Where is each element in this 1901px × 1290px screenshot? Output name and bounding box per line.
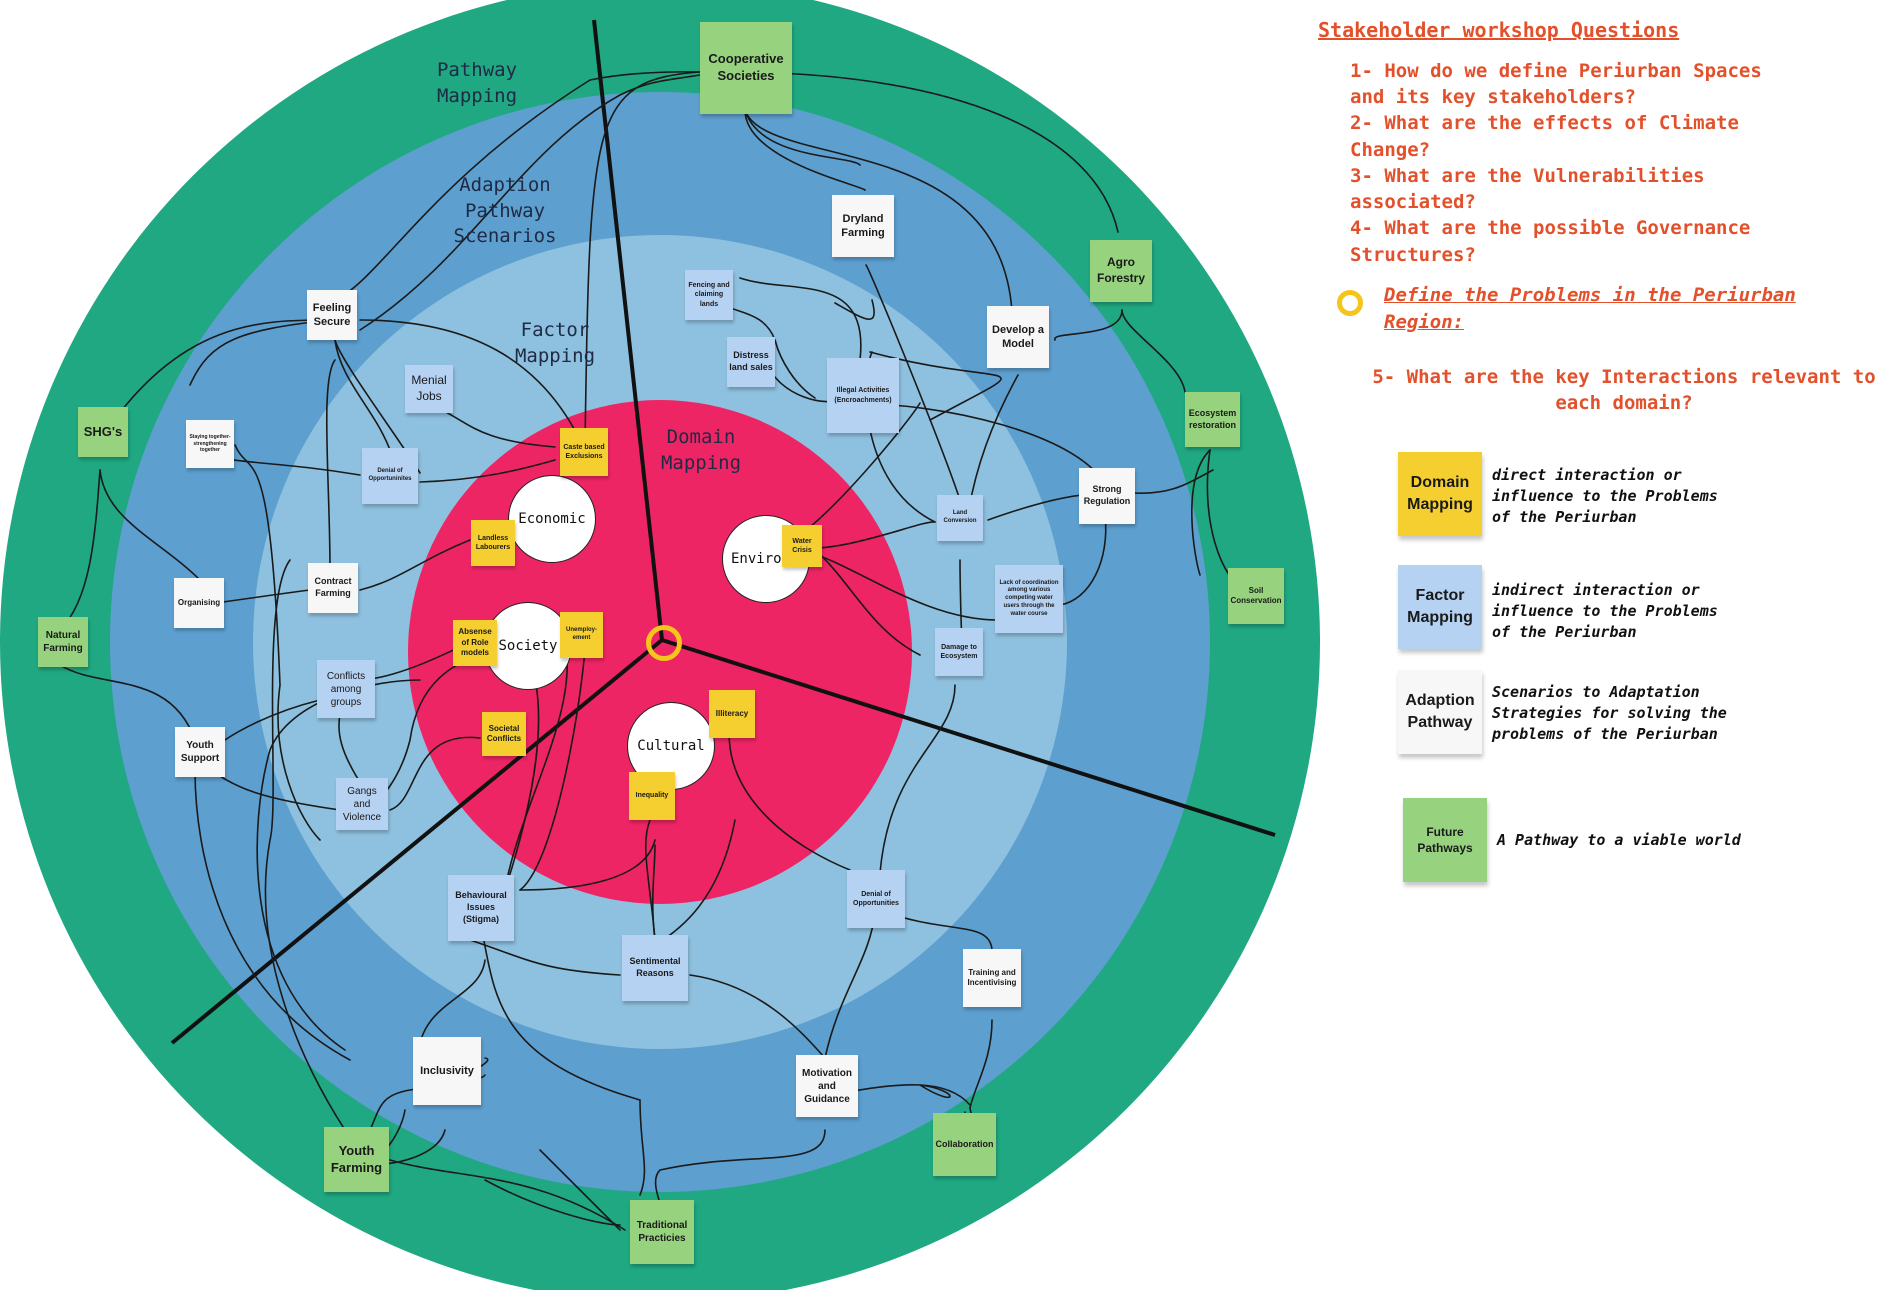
legend-factor-mapping-desc: indirect interaction or influence to the… [1492, 581, 1718, 641]
water-crisis-note: Water Crisis [782, 525, 822, 567]
land-conversion-note: Land Conversion [937, 495, 983, 541]
unemployment-note: Unemploy- ement [560, 612, 603, 658]
society-domain-circle: Society [484, 602, 572, 690]
feeling-secure-note: Feeling Secure [307, 290, 357, 340]
sentimental-reasons-note: Sentimental Reasons [622, 935, 688, 1001]
fencing-and-claiming-lands-note: Fencing and claiming lands [685, 270, 733, 320]
menial-jobs-note: Menial Jobs [405, 365, 453, 413]
denial-of-opportunities-left-note: Denial of Opportuninites [362, 448, 418, 504]
staying-together-note: Staying together- strengthening together [186, 420, 234, 468]
societal-conflicts-note: Societal Conflicts [482, 712, 526, 756]
organising-note: Organising [174, 578, 224, 628]
domain-mapping-label: Domain Mapping [660, 426, 742, 474]
agro-forestry-note: Agro Forestry [1090, 240, 1152, 302]
question-2: 2- What are the effects of Climate Chang… [1350, 112, 1739, 161]
question-1: 1- How do we define Periurban Spaces and… [1350, 60, 1762, 109]
illegal-activities-note: Illegal Activities (Encroachments) [827, 358, 899, 433]
natural-farming-note: Natural Farming [38, 617, 88, 667]
questions-panel: Stakeholder workshop Questions 1- How do… [1318, 18, 1898, 268]
inclusivity-note: Inclusivity [413, 1037, 481, 1105]
youth-farming-note: Youth Farming [324, 1127, 389, 1192]
adaption-pathway-scenarios-label: Adaption Pathway Scenarios [453, 174, 557, 248]
pathway-mapping-label: Pathway Mapping [436, 59, 518, 107]
develop-a-model-note: Develop a Model [987, 306, 1049, 368]
economic-domain-circle: Economic [508, 475, 596, 563]
question-5: 5- What are the key Interactions relevan… [1372, 366, 1876, 415]
question-4: 4- What are the possible Governance Stru… [1350, 217, 1751, 266]
legend-future-pathways-desc: A Pathway to a viable world [1497, 831, 1741, 849]
damage-to-ecosystem-note: Damage to Ecosystem [935, 628, 983, 676]
ecosystem-restoration-note: Ecosystem restoration [1185, 392, 1240, 447]
collaboration-note: Collaboration [933, 1113, 996, 1176]
shgs-note: SHG's [78, 407, 128, 457]
distress-land-sales-note: Distress land sales [727, 337, 775, 387]
legend-adaption-pathway-desc: Scenarios to Adaptation Strategies for s… [1492, 683, 1727, 743]
denial-of-opportunities-right-note: Denial of Opportunities [847, 870, 905, 928]
cooperative-societies-note: Cooperative Societies [700, 22, 792, 114]
contract-farming-note: Contract Farming [308, 563, 358, 613]
youth-support-note: Youth Support [175, 727, 225, 777]
legend-domain-mapping-note: Domain Mapping [1398, 452, 1482, 536]
absense-of-role-models-note: Absense of Role models [453, 620, 497, 666]
conflicts-among-groups-note: Conflicts among groups [317, 660, 375, 718]
define-problems-heading: Define the Problems in the Periurban Reg… [1384, 284, 1796, 333]
legend-adaption-pathway-note: Adaption Pathway [1398, 670, 1482, 754]
inequality-note: Inequality [629, 772, 675, 820]
dryland-farming-note: Dryland Farming [832, 195, 894, 257]
soil-conservation-note: Soil Conservation [1228, 568, 1284, 624]
gangs-and-violence-note: Gangs and Violence [336, 778, 388, 830]
domain-center-marker [646, 625, 682, 661]
sector-divider-lines [170, 19, 1276, 1045]
questions-title: Stakeholder workshop Questions [1318, 18, 1680, 42]
illiteracy-note: Illiteracy [709, 690, 755, 738]
traditional-practicies-note: Traditional Practicies [630, 1200, 694, 1264]
factor-mapping-label: Factor Mapping [514, 319, 596, 367]
lack-of-coordination-note: Lack of coordination among various compe… [995, 565, 1063, 633]
landless-labourers-note: Landless Labourers [471, 520, 515, 566]
legend-domain-mapping-desc: direct interaction or influence to the P… [1492, 466, 1718, 526]
training-and-incentivising-note: Training and Incentivising [963, 949, 1021, 1007]
problem-marker-ring [1337, 290, 1363, 316]
caste-based-exclusions-note: Caste based Exclusions [560, 428, 608, 476]
motivation-and-guidance-note: Motivation and Guidance [796, 1055, 858, 1117]
strong-regulation-note: Strong Regulation [1079, 468, 1135, 524]
behavioural-issues-note: Behavioural Issues (Stigma) [448, 875, 514, 941]
legend-factor-mapping-note: Factor Mapping [1398, 565, 1482, 649]
legend-future-pathways-note: Future Pathways [1403, 798, 1487, 882]
question-3: 3- What are the Vulnerabilities associat… [1350, 164, 1705, 214]
